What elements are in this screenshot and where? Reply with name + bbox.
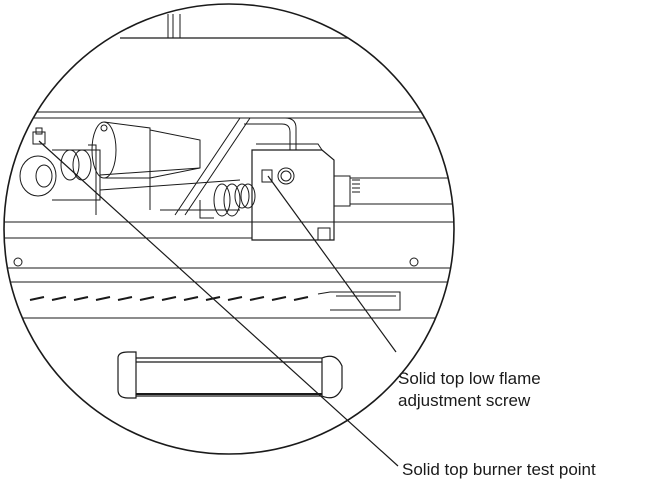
valve-housing bbox=[251, 143, 454, 241]
low-flame-screw-label-line1: Solid top low flame bbox=[398, 369, 541, 388]
burner-test-point-label: Solid top burner test point bbox=[402, 460, 596, 479]
magnifier-circle bbox=[3, 3, 455, 455]
vent-slots bbox=[29, 296, 309, 301]
gas-pipe bbox=[174, 117, 297, 216]
adjustment-screw-leader-line bbox=[267, 175, 397, 353]
low-flame-screw-callout: Solid top low flame adjustment screw bbox=[398, 368, 541, 412]
burner-tube bbox=[91, 121, 241, 215]
burner-test-point-callout: Solid top burner test point bbox=[402, 459, 596, 481]
test-point-leader-line bbox=[38, 140, 399, 467]
door-handle bbox=[117, 351, 343, 399]
front-panel bbox=[4, 221, 454, 283]
low-flame-screw-label-line2: adjustment screw bbox=[398, 391, 531, 410]
right-bracket bbox=[4, 291, 454, 319]
fittings bbox=[160, 183, 256, 219]
left-valve-assembly bbox=[19, 127, 101, 201]
magnified-view-content bbox=[4, 14, 454, 399]
